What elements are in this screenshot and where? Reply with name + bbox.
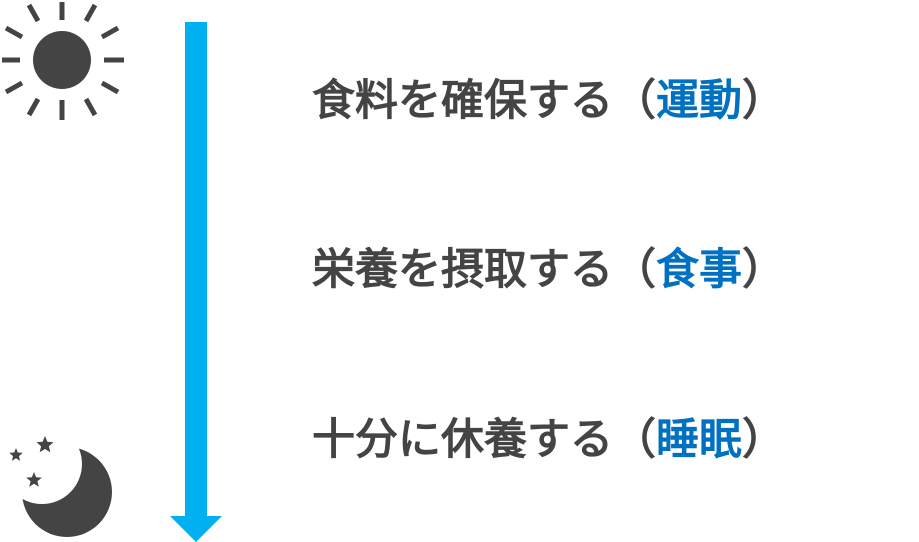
- close-paren: ）: [742, 76, 785, 126]
- close-paren: ）: [742, 245, 785, 295]
- sun-icon: [2, 2, 124, 120]
- step-highlight: 食事: [656, 245, 742, 295]
- step-label: 十分に休養する: [312, 415, 613, 465]
- close-paren: ）: [742, 415, 785, 465]
- step-label: 食料を確保する: [312, 76, 613, 126]
- step-highlight: 睡眠: [656, 415, 742, 465]
- step-label: 栄養を摂取する: [312, 245, 613, 295]
- open-paren: （: [613, 245, 656, 295]
- moon-with-stars-icon: [9, 436, 112, 537]
- open-paren: （: [613, 76, 656, 126]
- step-secure-food: 食料を確保する（運動）: [312, 71, 785, 131]
- step-rest-well: 十分に休養する（睡眠）: [312, 410, 785, 470]
- step-take-nutrition: 栄養を摂取する（食事）: [312, 240, 785, 300]
- step-highlight: 運動: [656, 76, 742, 126]
- timeline-down-arrow: [170, 22, 222, 542]
- open-paren: （: [613, 415, 656, 465]
